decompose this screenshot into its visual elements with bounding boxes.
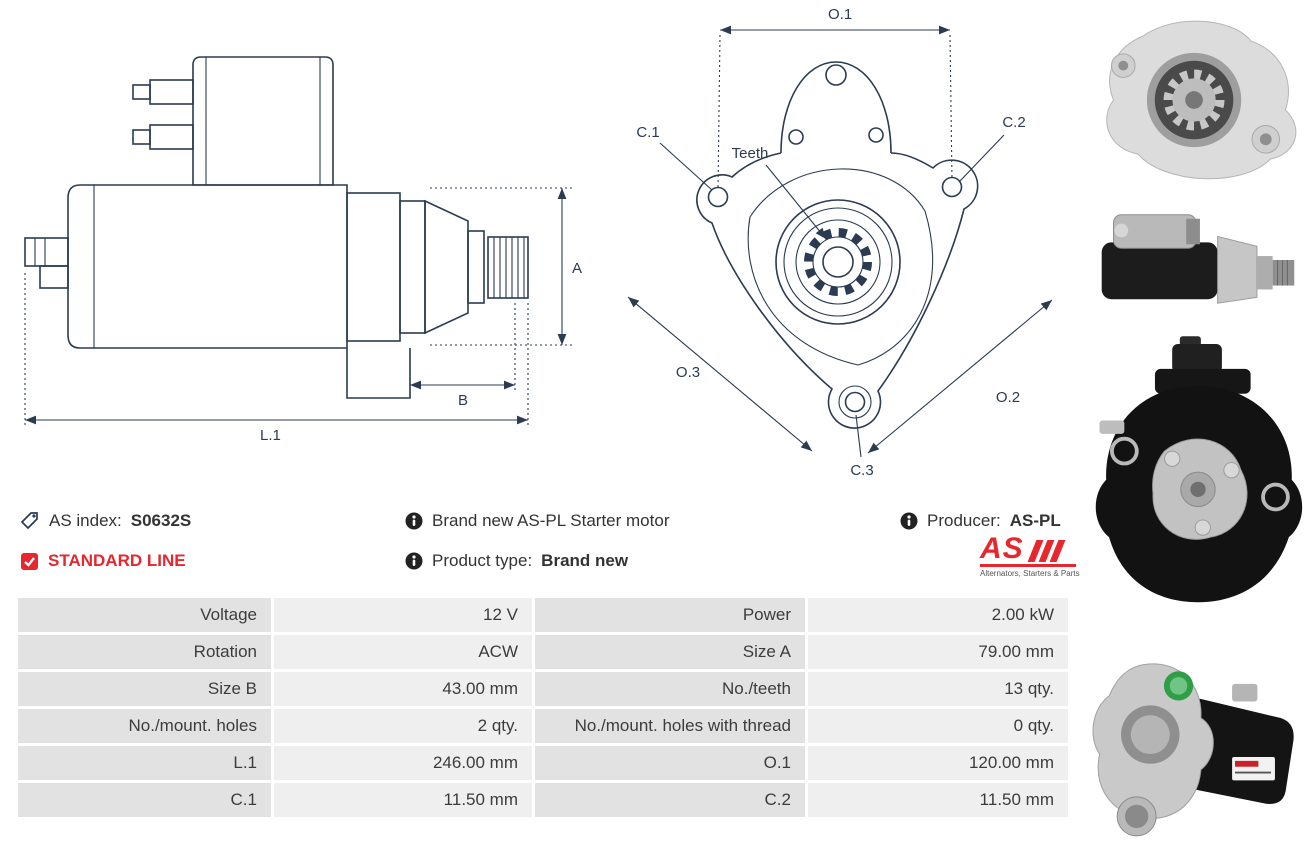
dim-b-label: B: [458, 392, 468, 409]
spec-value-cell: 79.00 mm: [808, 635, 1068, 669]
dimension-o1: O.1: [717, 6, 953, 191]
motor-body: [67, 184, 348, 349]
brand-new-info: Brand new AS-PL Starter motor: [405, 508, 669, 534]
as-logo-rule: [980, 564, 1076, 567]
front-view-drawing: O.1 C.1: [627, 6, 1053, 479]
product-photo-front: [1106, 20, 1297, 180]
dimension-l1: L.1: [24, 273, 529, 444]
product-type: Product type: Brand new: [405, 548, 628, 574]
drive-housing: [346, 192, 485, 342]
spec-label-cell: Size B: [18, 672, 271, 706]
pinion-gear: [487, 236, 529, 299]
spec-value-cell: 2.00 kW: [808, 598, 1068, 632]
standard-line: STANDARD LINE: [20, 548, 186, 574]
producer: Producer: AS-PL: [900, 508, 1061, 534]
dim-o1-label: O.1: [828, 6, 852, 23]
as-pl-logo: AS Alternators, Starters & Parts: [980, 532, 1080, 578]
as-index-value: S0632S: [130, 511, 192, 530]
as-logo-text: AS: [980, 532, 1024, 565]
check-icon: [20, 552, 39, 571]
spec-value-cell: 246.00 mm: [274, 746, 532, 780]
dim-c3-label: C.3: [850, 462, 873, 479]
product-type-value: Brand new: [541, 551, 629, 570]
producer-value: AS-PL: [1009, 511, 1061, 530]
as-logo-bars-icon: [1027, 540, 1066, 562]
spec-value-cell: 13 qty.: [808, 672, 1068, 706]
producer-label: Producer:: [927, 511, 1001, 530]
spec-label-cell: L.1: [18, 746, 271, 780]
teeth-label: Teeth: [732, 145, 769, 162]
spec-value-cell: 0 qty.: [808, 709, 1068, 743]
as-logo-tagline: Alternators, Starters & Parts: [980, 569, 1080, 578]
dimension-a: A: [430, 187, 582, 346]
spec-label-cell: C.1: [18, 783, 271, 817]
product-photo-rear: [1095, 336, 1303, 603]
dim-o3-label: O.3: [676, 364, 700, 381]
spec-label-cell: Rotation: [18, 635, 271, 669]
standard-line-label: STANDARD LINE: [48, 551, 186, 570]
as-index: AS index: S0632S: [20, 508, 191, 534]
dim-a-label: A: [572, 260, 582, 277]
dimension-o3: O.3: [627, 296, 813, 452]
as-index-label: AS index:: [49, 511, 122, 530]
brand-new-text: Brand new AS-PL Starter motor: [432, 511, 670, 530]
dim-l1-label: L.1: [260, 427, 281, 444]
spec-label-cell: O.1: [535, 746, 805, 780]
spec-table: Voltage 12 V Power 2.00 kW Rotation ACW …: [18, 598, 1068, 817]
body-terminal: [24, 237, 69, 289]
spec-label-cell: C.2: [535, 783, 805, 817]
spec-label-cell: No./teeth: [535, 672, 805, 706]
spec-label-cell: No./mount. holes with thread: [535, 709, 805, 743]
top-dome: [780, 61, 892, 154]
side-view-drawing: A B L.1: [24, 56, 582, 444]
spec-value-cell: 11.50 mm: [274, 783, 532, 817]
leader-c2: C.2: [959, 114, 1026, 182]
mounting-foot: [346, 348, 411, 399]
product-type-label: Product type:: [432, 551, 533, 570]
spec-value-cell: 2 qty.: [274, 709, 532, 743]
dimension-b: B: [409, 303, 516, 409]
leader-c1: C.1: [636, 124, 713, 191]
dim-c2-label: C.2: [1002, 114, 1025, 131]
spec-value-cell: 43.00 mm: [274, 672, 532, 706]
flange-outline: [696, 152, 979, 429]
tag-icon: [20, 511, 40, 531]
spec-value-cell: 12 V: [274, 598, 532, 632]
dim-o2-label: O.2: [996, 389, 1020, 406]
info-icon: [900, 512, 918, 530]
spec-label-cell: Power: [535, 598, 805, 632]
spec-label-cell: Size A: [535, 635, 805, 669]
product-photo-side: [1101, 214, 1295, 304]
info-icon: [405, 552, 423, 570]
leader-teeth: Teeth: [732, 145, 827, 240]
center-gear: [775, 199, 901, 325]
spec-label-cell: Voltage: [18, 598, 271, 632]
dim-c1-label: C.1: [636, 124, 659, 141]
solenoid: [132, 56, 334, 186]
product-photo-angle: [1092, 663, 1294, 837]
info-icon: [405, 512, 423, 530]
spec-value-cell: ACW: [274, 635, 532, 669]
mounting-holes: [707, 176, 963, 419]
dimension-o2: O.2: [867, 299, 1053, 454]
spec-value-cell: 120.00 mm: [808, 746, 1068, 780]
leader-c3: C.3: [850, 414, 874, 479]
spec-value-cell: 11.50 mm: [808, 783, 1068, 817]
spec-label-cell: No./mount. holes: [18, 709, 271, 743]
